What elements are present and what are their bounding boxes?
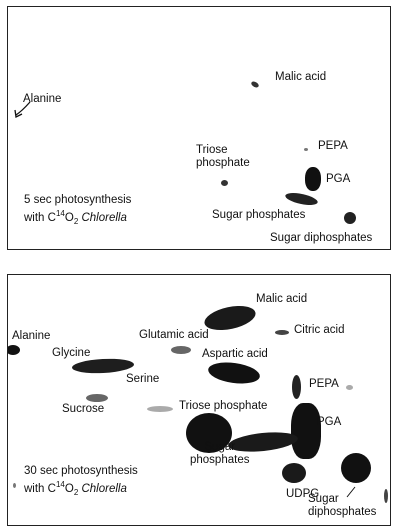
- chromatogram-5sec: Malic acid Alanine PEPA Triose phosphate…: [7, 6, 391, 250]
- label-sugar-diphosphates: Sugar diphosphates: [270, 232, 373, 244]
- spot-pepa: [304, 148, 308, 151]
- label-malic-acid: Malic acid: [275, 71, 327, 83]
- spot-edge-left: [13, 483, 16, 488]
- spot-pga: [305, 167, 321, 191]
- label-alanine: Alanine: [12, 330, 51, 342]
- spot-citric-acid: [275, 330, 289, 335]
- caption-line-2: with C14O2 Chlorella: [24, 209, 127, 227]
- caption-line-1: 5 sec photosynthesis: [24, 194, 132, 206]
- spot-pga: [291, 403, 321, 459]
- spot-malic-acid: [202, 301, 258, 335]
- spot-sugar-diphosphates: [344, 212, 356, 224]
- label-sucrose: Sucrose: [62, 403, 105, 415]
- label-sugar-phosphates: Sugar phosphates: [190, 441, 250, 466]
- spot-sucrose: [86, 394, 108, 402]
- spot-glutamic-acid: [171, 346, 191, 354]
- label-pepa: PEPA: [309, 378, 339, 390]
- label-glycine: Glycine: [52, 347, 91, 359]
- label-malic-acid: Malic acid: [256, 293, 308, 305]
- caption-30sec: 30 sec photosynthesis with C14O2 Chlorel…: [24, 464, 138, 500]
- chromatogram-30sec: Malic acid Citric acid Alanine Glutamic …: [7, 274, 391, 526]
- label-serine: Serine: [126, 373, 160, 385]
- spot-pepa: [292, 375, 301, 399]
- label-glutamic-acid: Glutamic acid: [139, 329, 209, 341]
- caption-line-1: 30 sec photosynthesis: [24, 465, 138, 477]
- label-triose-phosphate: Triose phosphate: [196, 144, 250, 169]
- label-pga: PGA: [326, 173, 351, 185]
- label-triose-phosphate: Triose phosphate: [179, 400, 268, 412]
- spot-malic-acid: [250, 80, 260, 89]
- label-citric-acid: Citric acid: [294, 324, 345, 336]
- label-sugar-diphosphates: Sugar diphosphates: [308, 493, 377, 518]
- spot-triose-phosphate: [221, 180, 228, 186]
- spot-triose-phosphate: [147, 406, 173, 412]
- label-pepa: PEPA: [318, 140, 348, 152]
- spot-alanine: [8, 345, 20, 355]
- spot-aspartic-acid: [206, 359, 262, 387]
- label-aspartic-acid: Aspartic acid: [202, 348, 268, 360]
- spot-sugar-phosphates: [284, 190, 319, 208]
- caption-line-2: with C14O2 Chlorella: [24, 480, 127, 498]
- label-sugar-phosphates: Sugar phosphates: [212, 209, 306, 221]
- caption-5sec: 5 sec photosynthesis with C14O2 Chlorell…: [24, 193, 131, 229]
- spot-sugar-phosphates: [186, 413, 232, 453]
- label-alanine: Alanine: [23, 93, 62, 105]
- label-udpg: UDPG: [286, 488, 320, 500]
- spot-faint-right: [346, 385, 353, 390]
- label-pga: PGA: [317, 416, 342, 428]
- spot-edge-right: [384, 489, 388, 503]
- spot-udpg: [282, 463, 306, 483]
- spot-sugar-diphosphates: [341, 453, 371, 483]
